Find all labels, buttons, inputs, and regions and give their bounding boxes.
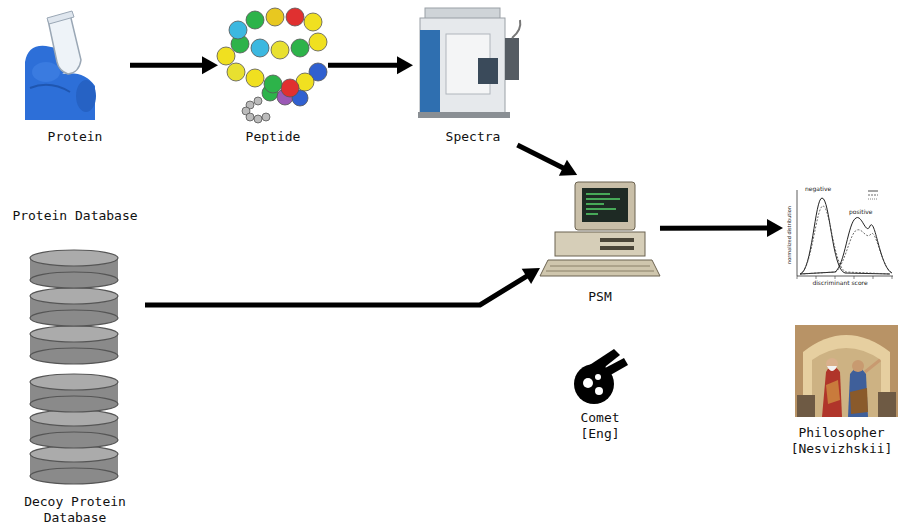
caption-group: Peptide <box>218 129 328 145</box>
arrow-head <box>522 268 540 284</box>
flow-arrow <box>517 145 577 176</box>
caption-group: Protein <box>20 129 130 145</box>
caption-group: Decoy Protein Database <box>5 494 145 526</box>
glove-tube-picture <box>25 11 96 120</box>
comet-node: Comet [Eng] <box>560 345 640 442</box>
flow-arrow <box>145 268 540 305</box>
caption-group: Comet [Eng] <box>560 410 640 442</box>
distribution-chart <box>783 182 896 290</box>
peptide-beads <box>217 8 327 123</box>
node-caption: Spectra <box>413 129 533 145</box>
caption-group: Spectra <box>413 129 533 145</box>
philosopher-node: Philosopher [Nesvizhskii] <box>785 322 898 457</box>
chart-text: negative <box>805 186 831 192</box>
computer-picture <box>540 182 660 276</box>
comet-logo <box>574 349 628 404</box>
arrow-line <box>145 275 528 305</box>
node-caption: Philosopher [Nesvizhskii] <box>785 425 898 457</box>
peptide-node: Peptide <box>218 5 328 145</box>
arrow-line <box>130 63 204 68</box>
arrow-head <box>397 56 413 74</box>
arrow-head <box>559 160 577 176</box>
flow-arrow <box>660 219 783 237</box>
spectra-node: Spectra <box>413 5 533 145</box>
database-picture <box>30 250 118 364</box>
philosopher-painting <box>795 325 898 417</box>
arrow-line <box>328 63 399 68</box>
decoy-database-picture <box>30 374 118 484</box>
mass-spectrometer-picture <box>418 8 520 118</box>
database-node: Protein Database <box>5 208 145 368</box>
caption-group: PSM <box>540 289 660 305</box>
flow-arrow <box>328 56 413 74</box>
arrow-line <box>660 226 769 231</box>
node-caption: Protein <box>20 129 130 145</box>
arrow-line <box>517 145 564 169</box>
chart-text: discriminant score <box>812 280 867 286</box>
decoy-database-node: Decoy Protein Database <box>5 370 145 526</box>
caption-group: Philosopher [Nesvizhskii] <box>785 425 898 457</box>
caption-group: Protein Database <box>5 208 145 224</box>
arrow-head <box>767 219 783 237</box>
node-caption: Decoy Protein Database <box>5 494 145 526</box>
protein-node: Protein <box>20 5 130 145</box>
chart-node: normalized distribution negative positive d… <box>783 182 896 290</box>
node-caption: Peptide <box>218 129 328 145</box>
node-caption: Comet [Eng] <box>560 410 640 442</box>
chart-text: normalized distribution <box>787 206 792 264</box>
chart-text: positive <box>849 209 873 215</box>
flow-arrow <box>130 56 218 74</box>
node-caption: PSM <box>540 289 660 305</box>
psm-node: PSM <box>540 175 660 305</box>
node-caption: Protein Database <box>5 208 145 224</box>
arrow-head <box>202 56 218 74</box>
